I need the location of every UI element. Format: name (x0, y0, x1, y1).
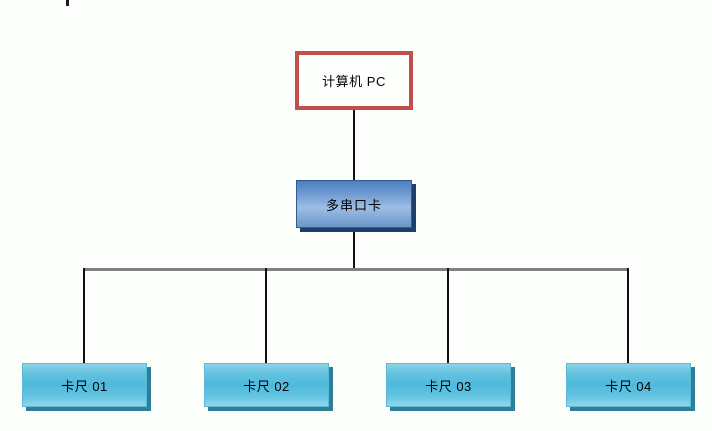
node-caliper-01-label: 卡尺 01 (61, 378, 108, 394)
node-caliper-02[interactable]: 卡尺 02 (204, 363, 329, 407)
connector-drop-leg-4 (627, 268, 629, 363)
node-caliper-01[interactable]: 卡尺 01 (22, 363, 147, 407)
node-caliper-04[interactable]: 卡尺 04 (566, 363, 691, 407)
connector-pc-to-card (353, 110, 355, 180)
connector-card-to-bus (353, 228, 355, 268)
clipped-glyph-artifact (66, 0, 69, 6)
connector-drop-leg-2 (265, 268, 267, 363)
node-multiport-serial-card[interactable]: 多串口卡 (296, 180, 412, 228)
node-computer-pc[interactable]: 计算机 PC (295, 51, 413, 110)
connector-drop-leg-3 (447, 268, 449, 363)
node-multiport-serial-card-label: 多串口卡 (325, 197, 382, 213)
connector-bus-horizontal (83, 268, 629, 271)
node-caliper-03[interactable]: 卡尺 03 (386, 363, 511, 407)
connector-drop-leg-1 (83, 268, 85, 363)
node-caliper-03-label: 卡尺 03 (425, 378, 472, 394)
node-caliper-02-label: 卡尺 02 (243, 378, 290, 394)
node-computer-pc-label: 计算机 PC (322, 74, 386, 89)
node-caliper-04-label: 卡尺 04 (605, 378, 652, 394)
